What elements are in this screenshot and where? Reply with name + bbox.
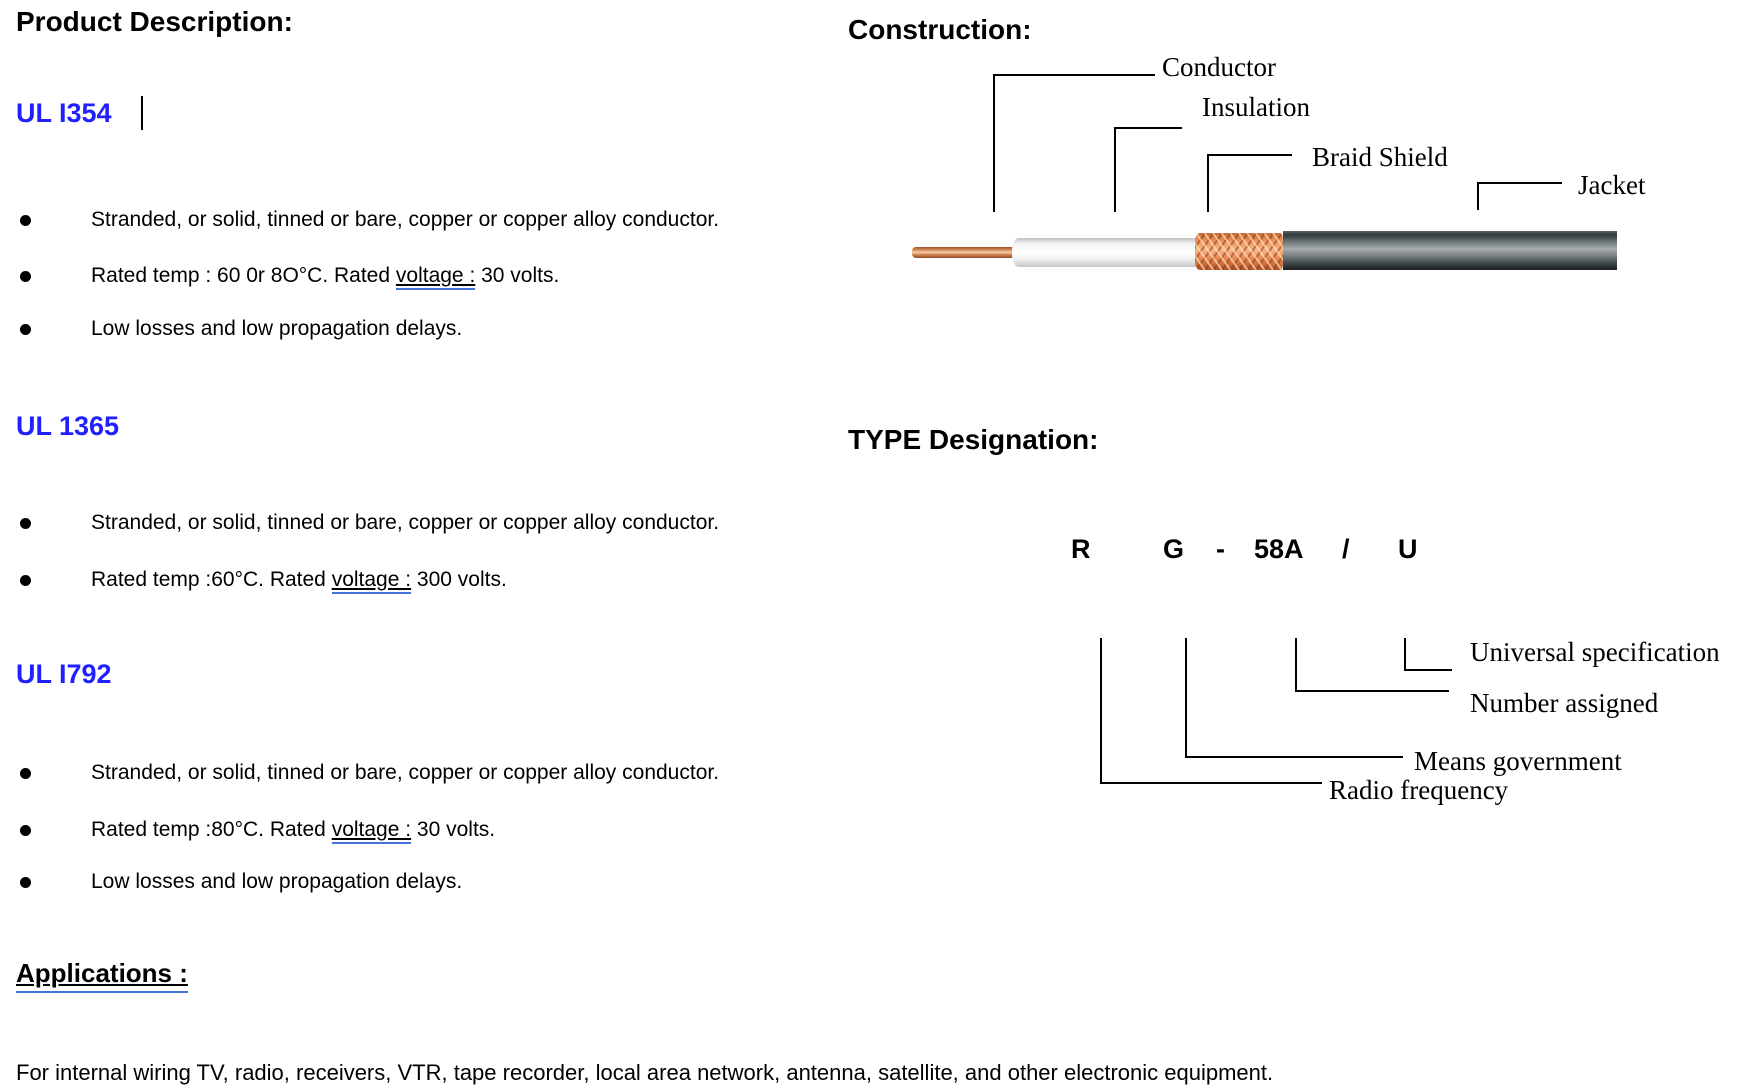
bullet-text: Low losses and low propagation delays. [91,317,463,340]
applications-paragraph: For internal wiring TV, radio, receivers… [16,1060,1274,1085]
bullet-item: Low losses and low propagation delays. [20,317,462,341]
construction-label-conductor: Conductor [1162,52,1276,82]
type-label-number-assigned: Number assigned [1470,688,1659,718]
cable-insulation [1012,238,1197,267]
bullet-item: Rated temp :60°C. Rated voltage : 300 vo… [20,568,507,594]
insulation-pointer-line [1114,127,1116,212]
braid-shield-pointer-line [1207,154,1292,156]
means-government-line [1185,638,1187,758]
bullet-text-pre: Rated temp : 60 0r 8O°C. Rated [91,264,396,287]
radio-frequency-line [1100,782,1322,784]
type-designation-title: TYPE Designation: [848,424,1099,455]
bullet-text-post: 30 volts. [411,818,496,841]
cable-jacket [1283,231,1617,270]
cable-braid-shield [1195,233,1283,270]
bullet-text-pre: Rated temp :80°C. Rated [91,818,332,841]
bullet-item: Rated temp :80°C. Rated voltage : 30 vol… [20,818,495,844]
bullet-dot-icon [20,214,31,226]
jacket-pointer-line [1477,182,1562,184]
bullet-dot-icon [20,270,31,282]
underlined-word: voltage : [331,818,412,844]
bullet-dot-icon [20,517,31,529]
bullet-text: Stranded, or solid, tinned or bare, copp… [91,761,720,784]
universal-specification-line [1404,669,1452,671]
code-letter-dash: - [1216,534,1225,564]
bullet-text-post: 300 volts. [411,568,507,591]
bullet-text-pre: Rated temp :60°C. Rated [91,568,332,591]
bullet-text: Rated temp :80°C. Rated voltage : 30 vol… [91,818,495,844]
bullet-item: Stranded, or solid, tinned or bare, copp… [20,511,719,535]
bullet-dot-icon [20,824,31,836]
code-letter-58a: 58A [1254,534,1304,564]
bullet-dot-icon [20,767,31,779]
type-label-means-government: Means government [1414,746,1622,776]
code-letter-u: U [1398,534,1418,564]
insulation-pointer-line [1114,127,1182,129]
code-letter-r: R [1071,534,1091,564]
bullet-dot-icon [20,876,31,888]
bullet-dot-icon [20,323,31,335]
bullet-text: Rated temp :60°C. Rated voltage : 300 vo… [91,568,507,594]
section-heading-ul-i354: UL I354 [16,98,112,128]
bullet-item: Stranded, or solid, tinned or bare, copp… [20,761,719,785]
bullet-text: Low losses and low propagation delays. [91,870,463,893]
radio-frequency-line [1100,638,1102,784]
conductor-pointer-line [993,74,995,212]
bullet-dot-icon [20,574,31,586]
cable-conductor-wire [912,247,1015,258]
product-description-title: Product Description: [16,6,293,37]
code-letter-g: G [1163,534,1185,564]
applications-title: Applications : [16,958,188,993]
conductor-pointer-line [993,74,1155,76]
code-letter-slash: / [1342,534,1350,564]
bullet-item: Stranded, or solid, tinned or bare, copp… [20,208,719,232]
braid-shield-pointer-line [1207,154,1209,212]
universal-specification-line [1404,638,1406,671]
underlined-word: voltage : [331,568,412,594]
bullet-text: Stranded, or solid, tinned or bare, copp… [91,208,720,231]
type-label-radio-frequency: Radio frequency [1329,775,1509,805]
section-heading-ul-1365: UL 1365 [16,411,120,441]
bullet-text: Rated temp : 60 0r 8O°C. Rated voltage :… [91,264,559,290]
number-assigned-line [1295,638,1297,692]
bullet-text-post: 30 volts. [475,264,560,287]
jacket-pointer-line [1477,182,1479,210]
section-heading-ul-i792: UL I792 [16,659,112,689]
underlined-word: voltage : [395,264,476,290]
bullet-text: Stranded, or solid, tinned or bare, copp… [91,511,720,534]
construction-label-insulation: Insulation [1202,92,1310,122]
text-cursor [141,96,143,130]
bullet-item: Low losses and low propagation delays. [20,870,462,894]
number-assigned-line [1295,690,1449,692]
bullet-item: Rated temp : 60 0r 8O°C. Rated voltage :… [20,264,559,290]
means-government-line [1185,756,1403,758]
construction-label-jacket: Jacket [1578,170,1646,200]
construction-label-braid-shield: Braid Shield [1312,142,1448,172]
construction-title: Construction: [848,14,1032,45]
type-label-universal-specification: Universal specification [1470,637,1720,667]
